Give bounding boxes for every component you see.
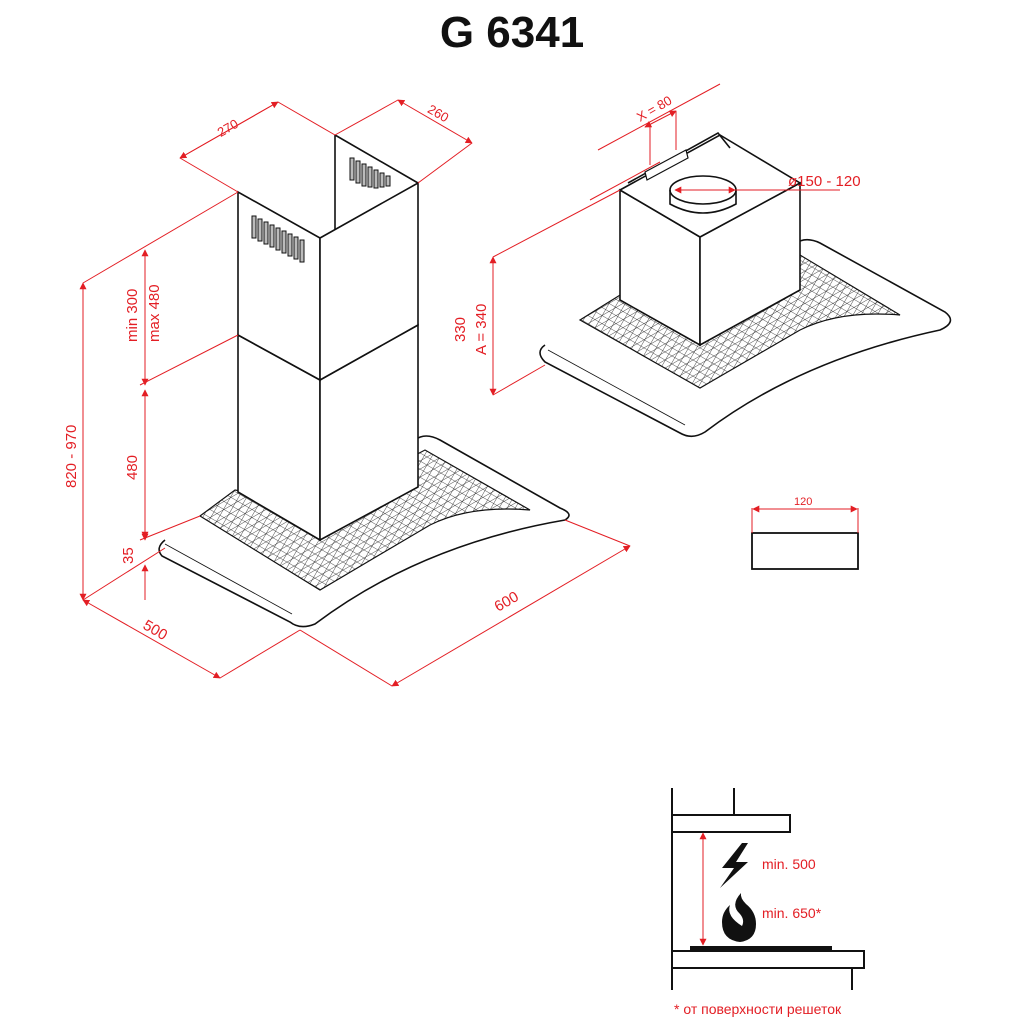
chimney-hood-drawing — [158, 134, 570, 628]
vent-slots-front — [251, 215, 305, 263]
chimney-dimensions — [79, 99, 631, 687]
dim-motor-height: 330 — [452, 317, 469, 342]
dim-canopy-thickness: 35 — [120, 547, 137, 564]
flame-icon — [722, 893, 756, 942]
footnote: * от поверхности решеток — [674, 1001, 842, 1017]
hood-outline — [671, 814, 791, 833]
motor-dimensions — [489, 83, 840, 396]
dim-upper-max: max 480 — [146, 284, 163, 342]
adapter-drawing — [751, 505, 859, 570]
dim-hood-depth: 500 — [140, 617, 170, 644]
installation-drawing — [671, 788, 865, 990]
dim-chimney-depth: 260 — [425, 101, 451, 125]
dim-total-height: 820 - 970 — [63, 425, 80, 488]
electric-min-label: min. 500 — [762, 856, 816, 872]
dim-adapter-width: 120 — [794, 496, 812, 508]
lightning-icon — [720, 843, 748, 888]
gas-min-label: min. 650* — [762, 905, 822, 921]
dim-upper-min: min 300 — [124, 289, 141, 342]
dim-motor-height-alt: A = 340 — [473, 304, 490, 355]
hob — [690, 946, 832, 951]
vent-slots-back — [349, 157, 391, 189]
dim-hood-width: 600 — [492, 588, 522, 615]
dim-lower-chimney: 480 — [124, 455, 141, 480]
mounting-bracket — [644, 149, 689, 181]
motor-unit-drawing — [539, 131, 952, 438]
adapter-box — [751, 532, 859, 570]
counter — [671, 950, 865, 969]
model-title: G 6341 — [439, 8, 585, 57]
dim-outlet-diameter: ø150 - 120 — [788, 173, 861, 190]
